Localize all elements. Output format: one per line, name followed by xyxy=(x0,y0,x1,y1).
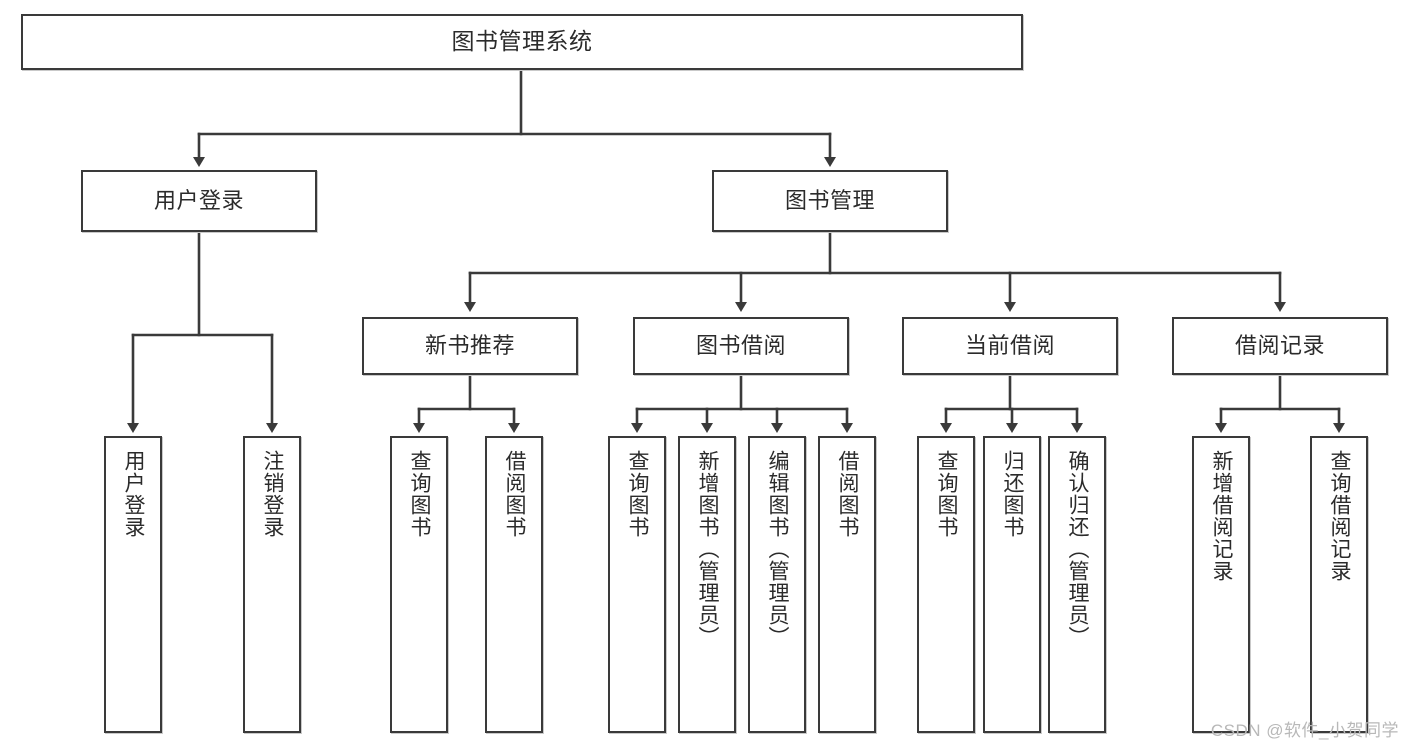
node-leaf-add-record[interactable]: 新增借阅记录 xyxy=(1192,436,1250,733)
node-leaf-edit-book[interactable]: 编辑图书（管理员） xyxy=(748,436,806,733)
node-user-login-label: 用户登录 xyxy=(153,187,244,213)
node-leaf-add-book[interactable]: 新增图书（管理员） xyxy=(678,436,736,733)
node-user-login[interactable]: 用户登录 xyxy=(81,170,317,232)
node-book-manage-label: 图书管理 xyxy=(784,187,875,213)
node-leaf-query-book-3[interactable]: 查询图书 xyxy=(917,436,975,733)
node-leaf-user-logout[interactable]: 注销登录 xyxy=(243,436,301,733)
node-current-borrow[interactable]: 当前借阅 xyxy=(902,317,1118,375)
node-leaf-query-record-label: 查询借阅记录 xyxy=(1328,450,1352,582)
node-leaf-borrow-book-1-label: 借阅图书 xyxy=(503,450,527,538)
node-leaf-user-logout-label: 注销登录 xyxy=(261,450,285,538)
node-new-book-recommend[interactable]: 新书推荐 xyxy=(362,317,578,375)
node-leaf-query-book-2-label: 查询图书 xyxy=(626,450,650,538)
node-leaf-query-record[interactable]: 查询借阅记录 xyxy=(1310,436,1368,733)
node-leaf-edit-book-label: 编辑图书（管理员） xyxy=(766,450,790,648)
node-leaf-borrow-book-2-label: 借阅图书 xyxy=(836,450,860,538)
node-root-label: 图书管理系统 xyxy=(451,28,593,55)
node-root[interactable]: 图书管理系统 xyxy=(21,14,1023,70)
node-book-borrow-label: 图书借阅 xyxy=(695,332,786,358)
node-leaf-return-book[interactable]: 归还图书 xyxy=(983,436,1041,733)
node-leaf-borrow-book-2[interactable]: 借阅图书 xyxy=(818,436,876,733)
node-book-borrow[interactable]: 图书借阅 xyxy=(633,317,849,375)
watermark: CSDN @软件_小贺同学 xyxy=(1210,721,1399,740)
node-leaf-query-book-2[interactable]: 查询图书 xyxy=(608,436,666,733)
node-leaf-query-book-1-label: 查询图书 xyxy=(408,450,432,538)
node-borrow-record-label: 借阅记录 xyxy=(1234,332,1325,358)
node-leaf-confirm-return[interactable]: 确认归还（管理员） xyxy=(1048,436,1106,733)
node-leaf-query-book-1[interactable]: 查询图书 xyxy=(390,436,448,733)
node-leaf-user-login-label: 用户登录 xyxy=(122,450,146,538)
node-borrow-record[interactable]: 借阅记录 xyxy=(1172,317,1388,375)
node-current-borrow-label: 当前借阅 xyxy=(964,332,1055,358)
node-leaf-add-record-label: 新增借阅记录 xyxy=(1210,450,1234,582)
node-leaf-add-book-label: 新增图书（管理员） xyxy=(696,450,720,648)
node-book-manage[interactable]: 图书管理 xyxy=(712,170,948,232)
node-leaf-return-book-label: 归还图书 xyxy=(1001,450,1025,538)
node-leaf-query-book-3-label: 查询图书 xyxy=(935,450,959,538)
node-new-book-recommend-label: 新书推荐 xyxy=(424,332,515,358)
node-leaf-borrow-book-1[interactable]: 借阅图书 xyxy=(485,436,543,733)
node-leaf-user-login[interactable]: 用户登录 xyxy=(104,436,162,733)
node-leaf-confirm-return-label: 确认归还（管理员） xyxy=(1066,450,1090,648)
